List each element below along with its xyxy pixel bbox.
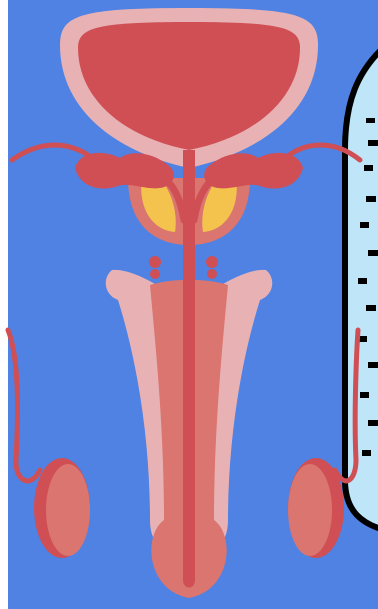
testis-left-body — [46, 464, 90, 556]
urethra — [183, 150, 195, 588]
testis-left — [34, 458, 90, 558]
testis-right-body — [288, 464, 332, 556]
side-panel-shape — [345, 40, 378, 532]
testis-right — [288, 458, 344, 558]
side-panel — [345, 40, 378, 532]
